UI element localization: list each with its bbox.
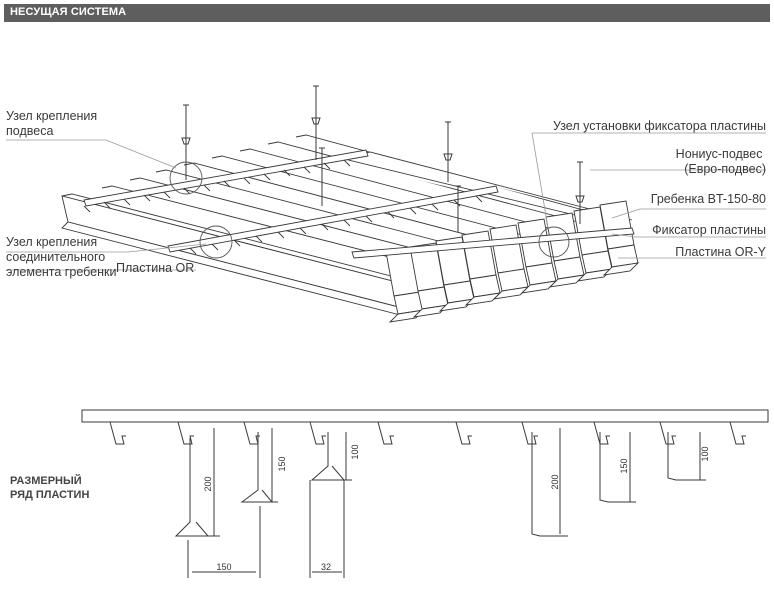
label-node-fixator: Узел установки фиксатора пластины [553,119,766,133]
detail-circles [169,161,570,259]
label-comb: Гребенка BT-150-80 [651,192,766,206]
dim-width-150: 150 [216,562,231,572]
section-title: НЕСУЩАЯ СИСТЕМА [10,6,127,18]
label-fixator: Фиксатор пластины [652,223,766,237]
label-node-comb-joint: Узел крепления соединительного элемента … [6,235,116,279]
ceiling-assembly [6,85,766,323]
hangers [181,85,585,232]
dim-height-2: 150 [277,456,287,471]
dim-height-1: 200 [203,476,213,491]
dim-height-4: 200 [550,474,560,489]
label-plate-ory: Пластина OR-Y [675,245,766,259]
dim-height-6: 100 [700,446,710,461]
plate-ends [385,200,639,323]
dim-height-3: 100 [350,444,360,459]
comb-rails [83,149,635,259]
section-header: НЕСУЩАЯ СИСТЕМА [4,4,770,22]
dim-height-5: 150 [619,458,629,473]
label-plate-or: Пластина OR [116,261,194,275]
dimension-drawing [81,409,769,578]
leader-lines [6,132,766,271]
dimension-row-title: РАЗМЕРНЫЙ РЯД ПЛАСТИН [10,474,89,501]
label-nonius: Нониус-подвес (Евро-подвес) [676,147,766,176]
dim-width-32: 32 [321,562,331,572]
label-node-hanger: Узел крепления подвеса [6,109,101,138]
